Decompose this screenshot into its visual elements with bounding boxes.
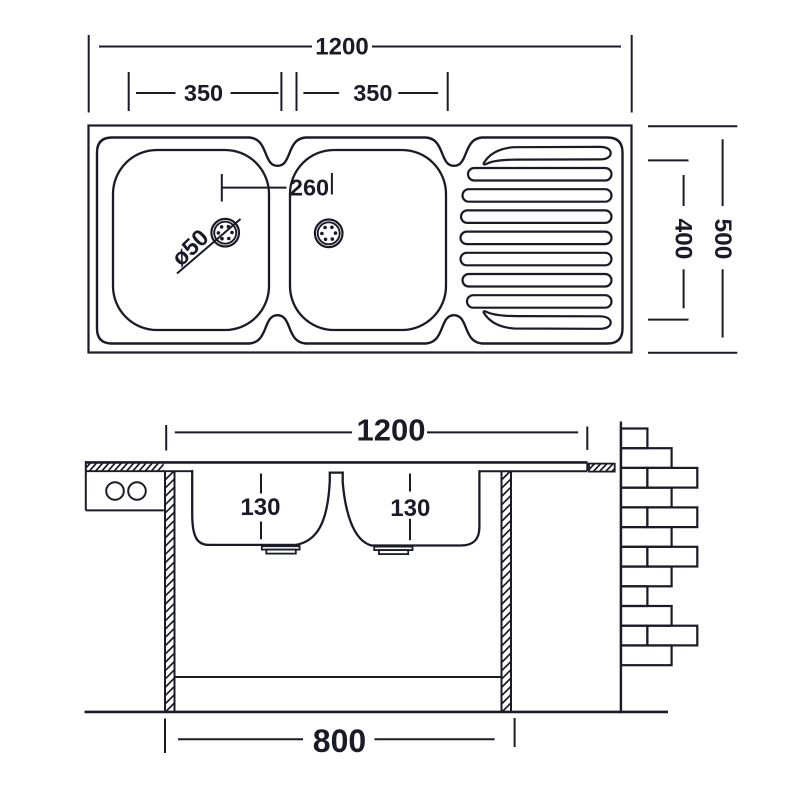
svg-text:ø50: ø50 [166, 224, 213, 271]
svg-text:1200: 1200 [357, 412, 426, 447]
svg-text:350: 350 [353, 80, 392, 106]
svg-text:1200: 1200 [315, 33, 368, 60]
svg-text:130: 130 [390, 495, 430, 522]
svg-text:500: 500 [709, 219, 736, 260]
svg-text:400: 400 [670, 219, 697, 260]
svg-text:130: 130 [240, 494, 280, 521]
svg-text:350: 350 [184, 80, 223, 106]
svg-text:260: 260 [290, 174, 329, 200]
svg-text:800: 800 [313, 723, 366, 759]
